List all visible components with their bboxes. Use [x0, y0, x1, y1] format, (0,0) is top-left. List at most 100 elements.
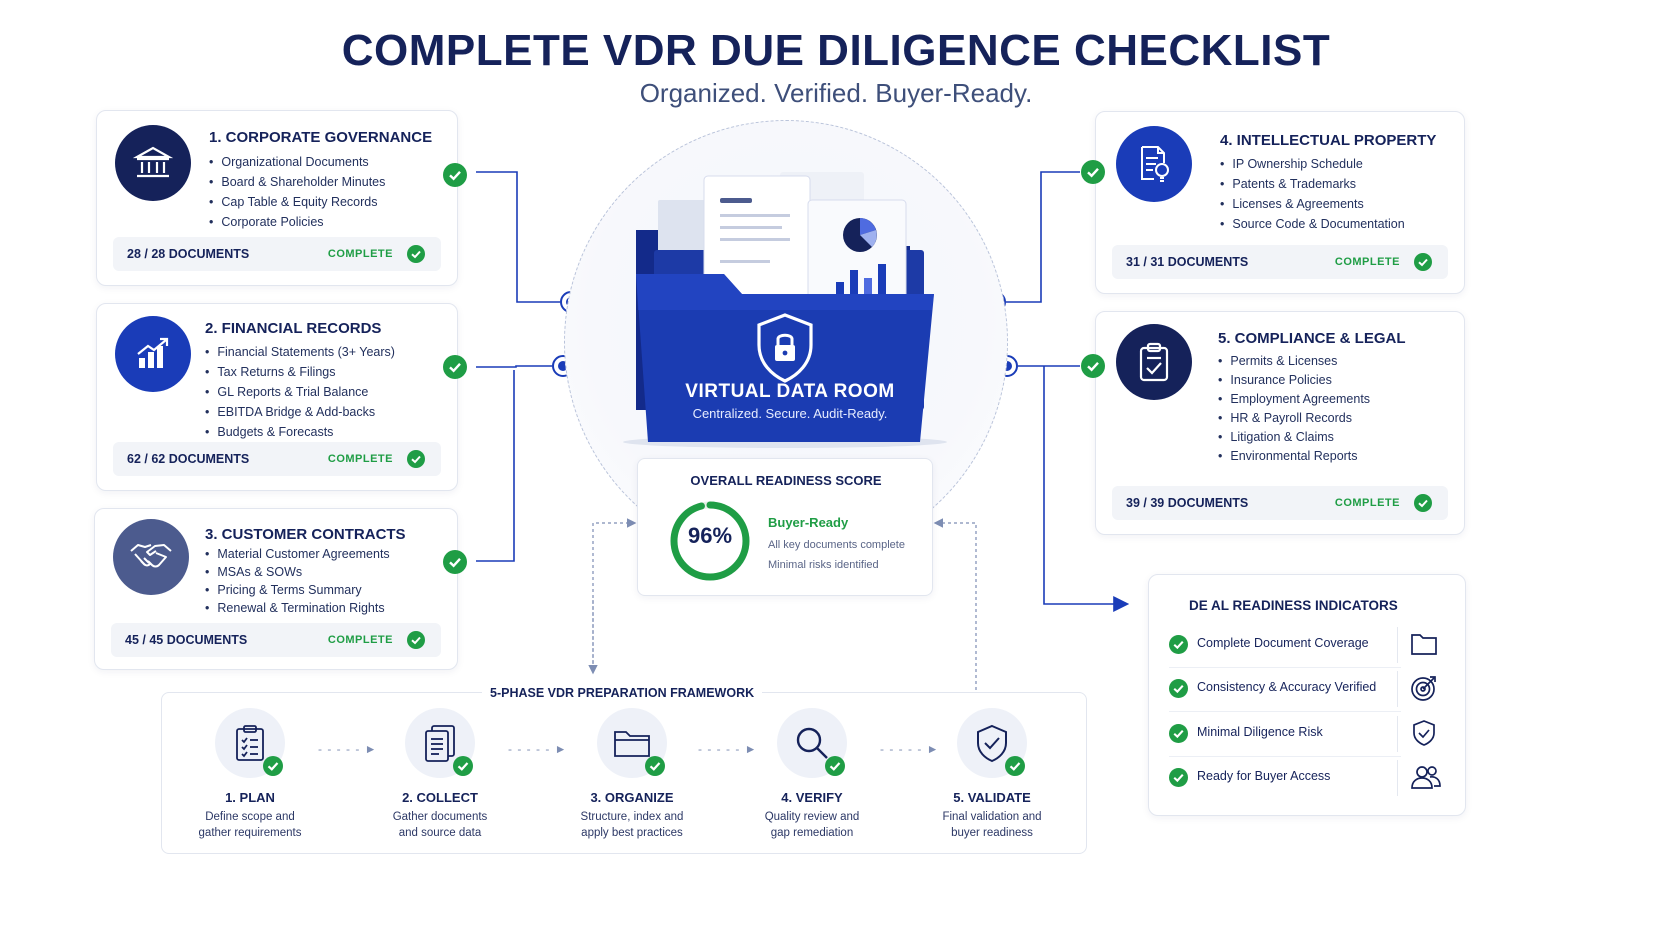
readiness-score-ring	[670, 501, 750, 581]
check-icon	[1414, 253, 1432, 271]
vdr-subtitle: Centralized. Secure. Audit-Ready.	[692, 406, 888, 421]
indicator-label: Consistency & Accuracy Verified	[1197, 680, 1377, 694]
users-icon	[1411, 766, 1441, 789]
clipboard-check-icon	[1116, 324, 1192, 400]
phase-arrow: - - - - - ►	[318, 742, 378, 756]
phase-arrow: - - - - - ►	[880, 742, 940, 756]
list-item: Budgets & Forecasts	[205, 422, 395, 442]
category-footer: 28 / 28 DOCUMENTS COMPLETE	[113, 237, 441, 271]
phase-name: 4. VERIFY	[781, 790, 843, 805]
category-card-customer-contracts: 3. CUSTOMER CONTRACTS Material Customer …	[94, 508, 458, 670]
category-footer: 62 / 62 DOCUMENTS COMPLETE	[113, 442, 441, 476]
document-lightbulb-icon	[1116, 126, 1192, 202]
status-badge: COMPLETE	[327, 634, 393, 646]
list-item: HR & Payroll Records	[1218, 409, 1370, 428]
check-icon	[407, 245, 425, 263]
list-item: Pricing & Terms Summary	[205, 581, 390, 599]
check-icon	[825, 756, 845, 776]
clipboard-list-icon	[215, 708, 285, 778]
indicator-row: Complete Document Coverage	[1169, 623, 1447, 667]
shield-check-outline-icon	[1413, 720, 1435, 746]
category-items: Organizational Documents Board & Shareho…	[209, 152, 385, 232]
status-badge: COMPLETE	[1334, 256, 1400, 268]
list-item: Board & Shareholder Minutes	[209, 172, 385, 192]
check-icon	[443, 550, 467, 574]
document-count: 31 / 31 DOCUMENTS	[1126, 255, 1249, 269]
list-item: Patents & Trademarks	[1220, 174, 1405, 194]
deal-readiness-indicators: DE AL READINESS INDICATORS Complete Docu…	[1148, 574, 1466, 816]
list-item: Litigation & Claims	[1218, 428, 1370, 447]
check-icon	[407, 450, 425, 468]
check-icon	[1169, 679, 1188, 698]
status-badge: COMPLETE	[327, 248, 393, 260]
folder-outline-icon	[1411, 634, 1437, 655]
category-title: 3. CUSTOMER CONTRACTS	[205, 526, 406, 543]
indicator-label: Minimal Diligence Risk	[1197, 725, 1323, 739]
category-items: Financial Statements (3+ Years) Tax Retu…	[205, 342, 395, 442]
indicator-row: Consistency & Accuracy Verified	[1169, 667, 1447, 711]
category-footer: 45 / 45 DOCUMENTS COMPLETE	[111, 623, 441, 657]
phase-name: 3. ORGANIZE	[590, 790, 674, 805]
list-item: Renewal & Termination Rights	[205, 599, 390, 617]
growth-chart-icon	[115, 316, 191, 392]
list-item: IP Ownership Schedule	[1220, 154, 1405, 174]
target-icon	[1411, 676, 1436, 701]
document-count: 62 / 62 DOCUMENTS	[127, 452, 250, 466]
check-icon	[1169, 724, 1188, 743]
list-item: GL Reports & Trial Balance	[205, 382, 395, 402]
readiness-note: Minimal risks identified	[768, 559, 879, 571]
check-icon	[1081, 160, 1105, 184]
vdr-folder-illustration	[623, 172, 947, 448]
page-title: COMPLETE VDR DUE DILIGENCE CHECKLIST	[341, 26, 1331, 75]
list-item: Cap Table & Equity Records	[209, 192, 385, 212]
check-icon	[453, 756, 473, 776]
check-icon	[1169, 635, 1188, 654]
handshake-icon	[113, 519, 189, 595]
check-icon	[443, 355, 467, 379]
list-item: Organizational Documents	[209, 152, 385, 172]
readiness-score-value: 96%	[687, 523, 733, 548]
category-items: Permits & Licenses Insurance Policies Em…	[1218, 352, 1370, 466]
category-items: Material Customer Agreements MSAs & SOWs…	[205, 545, 390, 617]
category-title: 4. INTELLECTUAL PROPERTY	[1220, 132, 1437, 149]
check-icon	[1081, 354, 1105, 378]
check-icon	[1005, 756, 1025, 776]
check-icon	[443, 163, 467, 187]
check-icon	[1414, 494, 1432, 512]
indicator-label: Ready for Buyer Access	[1197, 769, 1331, 783]
list-item: MSAs & SOWs	[205, 563, 390, 581]
check-icon	[263, 756, 283, 776]
page-subtitle: Organized. Verified. Buyer-Ready.	[639, 78, 1033, 108]
folder-icon	[597, 708, 667, 778]
list-item: Source Code & Documentation	[1220, 214, 1404, 234]
document-count: 39 / 39 DOCUMENTS	[1126, 496, 1249, 510]
check-icon	[645, 756, 665, 776]
document-count: 45 / 45 DOCUMENTS	[125, 633, 248, 647]
list-item: Insurance Policies	[1218, 371, 1370, 390]
phase-name: 5. VALIDATE	[953, 790, 1031, 805]
documents-icon	[405, 708, 475, 778]
category-title: 1. CORPORATE GOVERNANCE	[209, 129, 433, 146]
category-title: 5. COMPLIANCE & LEGAL	[1218, 330, 1406, 347]
category-card-financial-records: 2. FINANCIAL RECORDS Financial Statement…	[96, 303, 458, 491]
check-icon	[407, 631, 425, 649]
indicator-label: Complete Document Coverage	[1197, 636, 1369, 650]
framework-title: 5-PHASE VDR PREPARATION FRAMEWORK	[482, 686, 763, 700]
readiness-score-title: OVERALL READINESS SCORE	[690, 473, 882, 488]
magnifier-icon	[777, 708, 847, 778]
shield-lock-icon	[757, 313, 813, 383]
category-card-intellectual-property: 4. INTELLECTUAL PROPERTY IP Ownership Sc…	[1095, 111, 1465, 294]
list-item: Material Customer Agreements	[205, 545, 389, 563]
shield-check-icon	[957, 708, 1027, 778]
indicator-row: Ready for Buyer Access	[1169, 756, 1447, 800]
list-item: Employment Agreements	[1218, 390, 1370, 409]
vdr-title: VIRTUAL DATA ROOM	[685, 381, 895, 402]
bank-icon	[115, 125, 191, 201]
